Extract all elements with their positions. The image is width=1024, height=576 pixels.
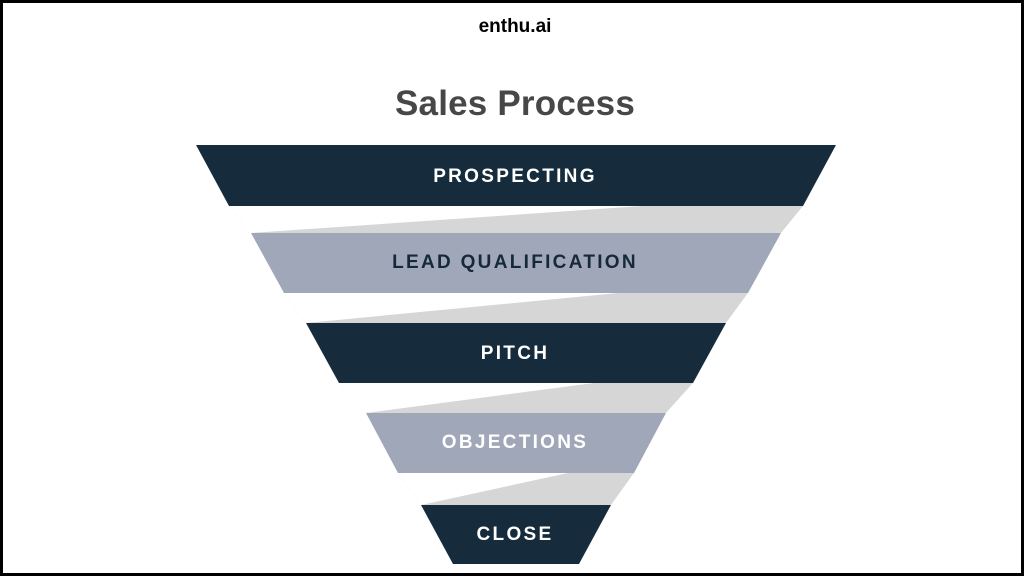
page-title: Sales Process xyxy=(395,84,635,123)
funnel-stage-label-3: PITCH xyxy=(480,343,550,364)
funnel-stage-label-2: LEAD QUALIFICATION xyxy=(392,252,638,273)
funnel-stage-5[interactable] xyxy=(421,505,611,564)
funnel-stages-group xyxy=(196,145,836,564)
funnel-stage-label-4: OBJECTIONS xyxy=(441,432,589,453)
funnel-stage-4[interactable] xyxy=(366,413,666,473)
funnel-stage-1[interactable] xyxy=(196,145,836,206)
funnel-svg xyxy=(196,145,836,564)
funnel-connector-fold xyxy=(666,383,720,413)
sales-funnel-diagram xyxy=(3,3,1021,573)
funnel-stage-label-1: PROSPECTING xyxy=(433,166,597,187)
funnel-connector-fold xyxy=(781,206,835,233)
funnel-connector-fold xyxy=(339,383,594,413)
funnel-stage-3[interactable] xyxy=(306,323,726,383)
funnel-connector-fold xyxy=(229,206,643,233)
funnel-connectors-group xyxy=(229,206,835,505)
brand-name: enthu.ai xyxy=(478,16,552,37)
funnel-connector-fold xyxy=(726,293,780,323)
funnel-connector-fold xyxy=(611,473,665,505)
funnel-connector-fold xyxy=(398,473,568,505)
funnel-stage-2[interactable] xyxy=(251,233,781,293)
funnel-connector-fold xyxy=(284,293,619,323)
funnel-stage-label-5: CLOSE xyxy=(476,524,554,545)
